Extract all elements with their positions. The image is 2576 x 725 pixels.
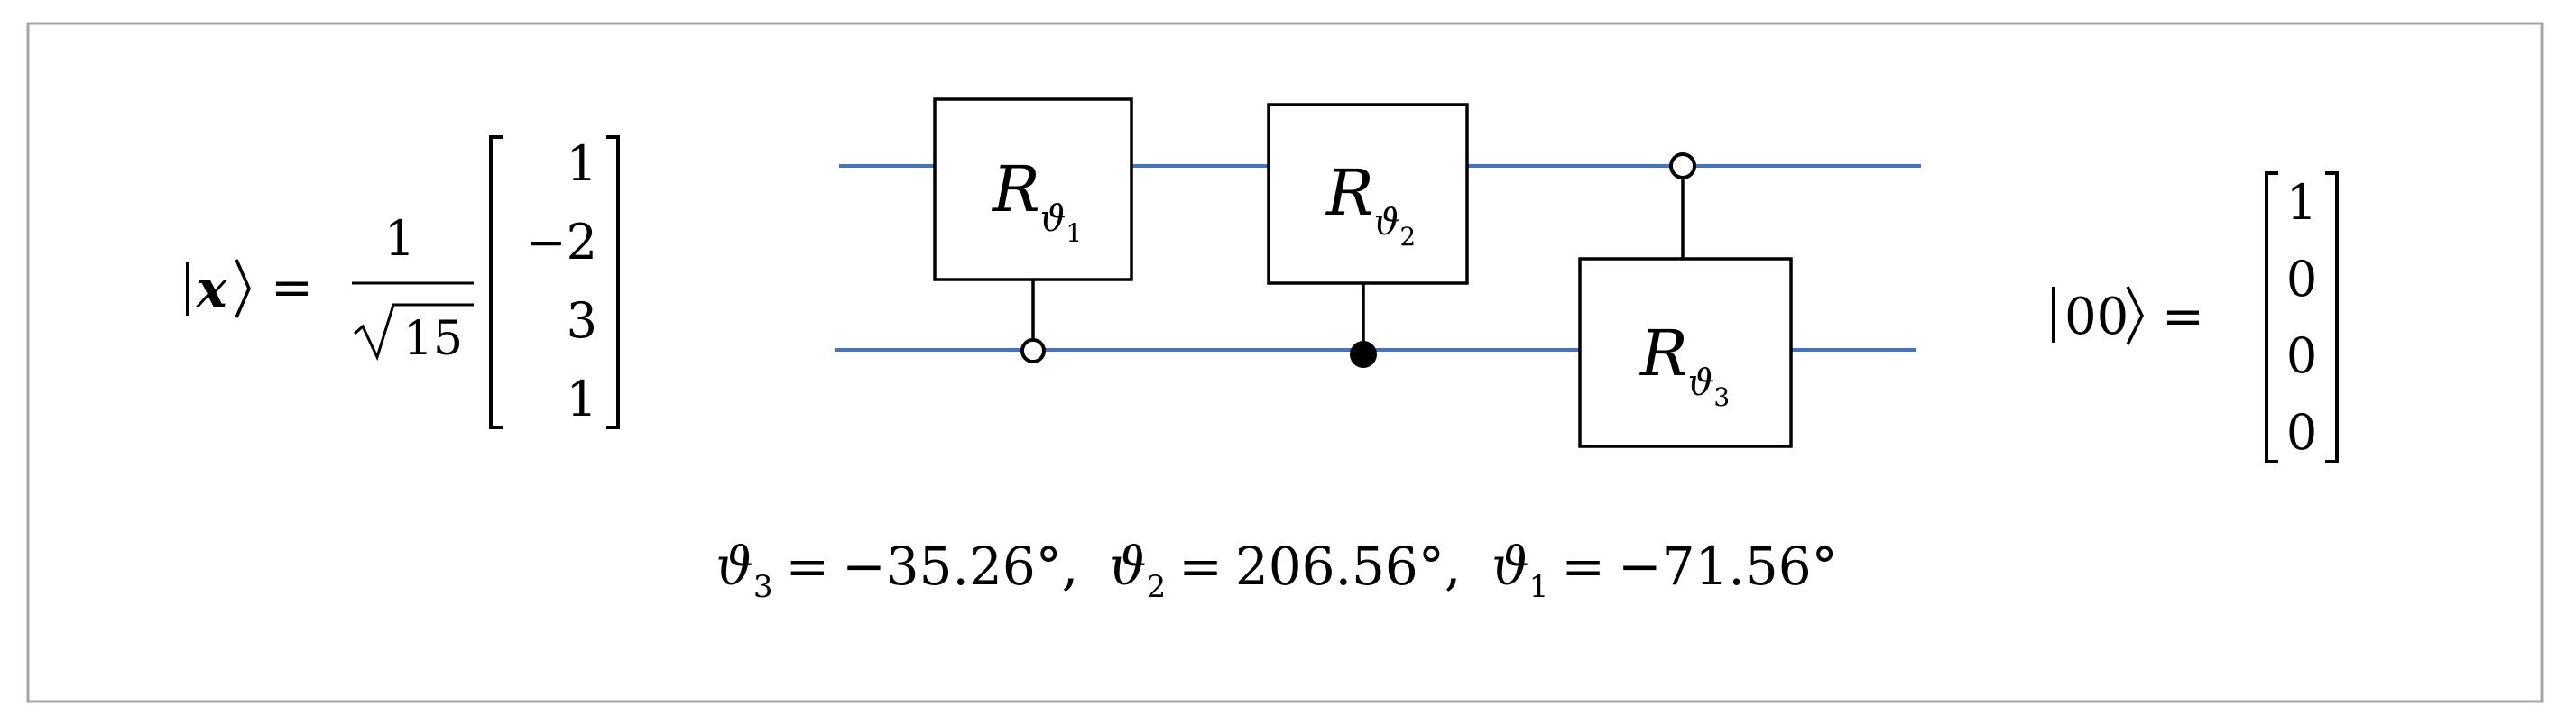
vector-entry: 0 [2286,251,2317,307]
matrix-left-bracket [489,135,503,429]
angle-value: −35.26° [842,536,1062,597]
vector-entry: 1 [2286,174,2317,231]
gate-r-theta-1: Rϑ1 [933,97,1133,363]
ket-angle-right [2126,286,2144,345]
equals-sign: = [2162,288,2204,346]
angle-subscript: 3 [753,569,773,605]
angle-values-line: ϑ3=−35.26°,ϑ2=206.56°,ϑ1=−71.56° [716,536,1837,605]
gate-label: Rϑ2 [1325,156,1416,252]
matrix-right-bracket [606,135,620,429]
angle-subscript: 2 [1147,569,1167,605]
right-state-equation: 00 = 1 0 0 0 [2052,171,2339,463]
ket-variable: x [196,260,227,319]
vector-entry: 1 [567,135,597,192]
angle-value: 206.56° [1235,536,1445,597]
quantum-circuit: Rϑ1 Rϑ2 Rϑ3 [835,97,1921,448]
equals-sign: = [271,259,313,317]
gate-box [1267,103,1469,285]
vector-entry: −2 [525,214,597,271]
vector-entry: 0 [2286,327,2317,384]
ket-angle-left [235,259,251,318]
sqrt-radical [354,303,474,362]
angle-symbol: ϑ [1491,536,1528,597]
gate-r-theta-2: Rϑ2 [1267,103,1469,368]
matrix-right-bracket [2325,171,2339,463]
gate-r-theta-3: Rϑ3 [1578,152,1793,448]
vector-entry: 3 [567,292,597,349]
vector-entry: 1 [567,371,597,427]
angle-subscript: 1 [1529,569,1549,605]
filled-control-dot [1350,341,1377,368]
open-control-dot [1669,152,1696,179]
angle-symbol: ϑ [716,536,752,597]
vector-entry: 0 [2286,404,2317,461]
angle-symbol: ϑ [1109,536,1146,597]
open-control-dot [1020,338,1046,363]
left-state-equation: x = 1 15 1 −2 3 1 [186,135,620,429]
matrix-left-bracket [2265,171,2278,463]
figure-frame [26,22,2544,703]
gate-label: Rϑ3 [1639,317,1730,412]
angle-value: −71.56° [1618,536,1838,597]
ket-label: 00 [2064,288,2128,346]
coefficient-numerator: 1 [384,210,415,267]
gate-label: Rϑ1 [991,152,1082,248]
coefficient-denominator: 15 [403,312,463,366]
gate-box [1578,257,1793,448]
